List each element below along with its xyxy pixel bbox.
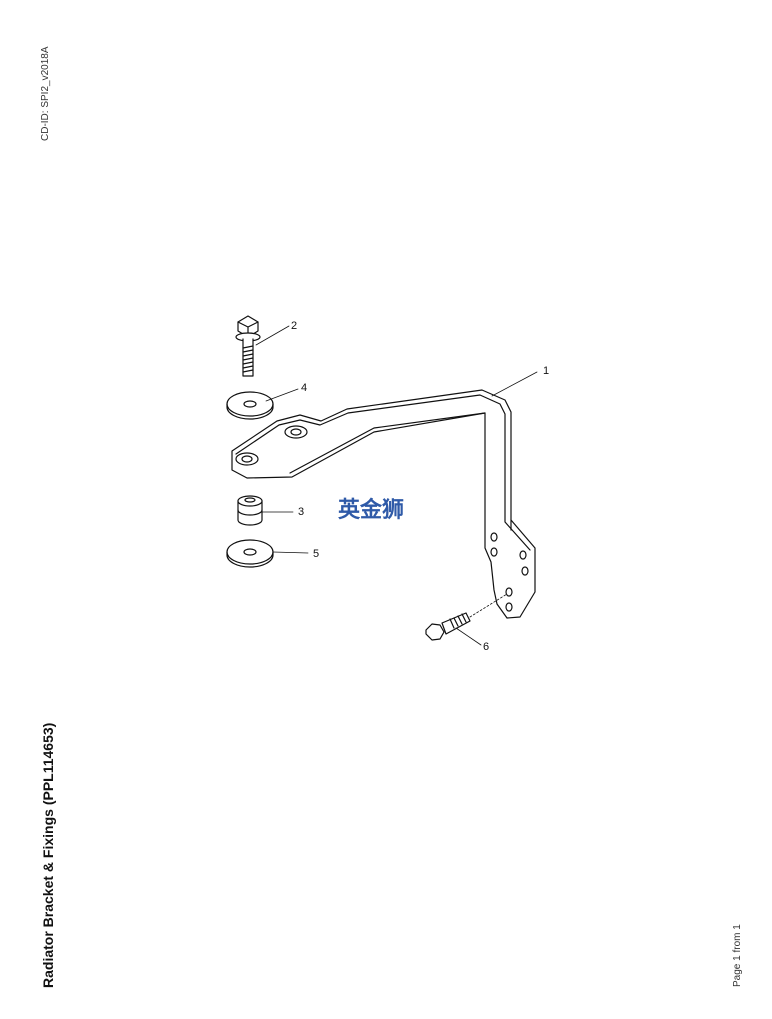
upper-washer-part bbox=[226, 391, 274, 420]
lower-washer-part bbox=[226, 539, 274, 568]
callout-3: 3 bbox=[298, 506, 304, 518]
callout-5: 5 bbox=[313, 548, 319, 560]
side-bolt-part bbox=[425, 593, 508, 641]
callout-1: 1 bbox=[543, 365, 549, 377]
flange-bolt-part bbox=[235, 315, 261, 377]
radiator-bracket-part bbox=[231, 389, 536, 619]
callout-6: 6 bbox=[483, 641, 489, 653]
callout-4: 4 bbox=[301, 382, 307, 394]
watermark-text: 英金狮 bbox=[338, 497, 404, 523]
callout-2: 2 bbox=[291, 320, 297, 332]
rubber-grommet-part bbox=[237, 495, 263, 526]
